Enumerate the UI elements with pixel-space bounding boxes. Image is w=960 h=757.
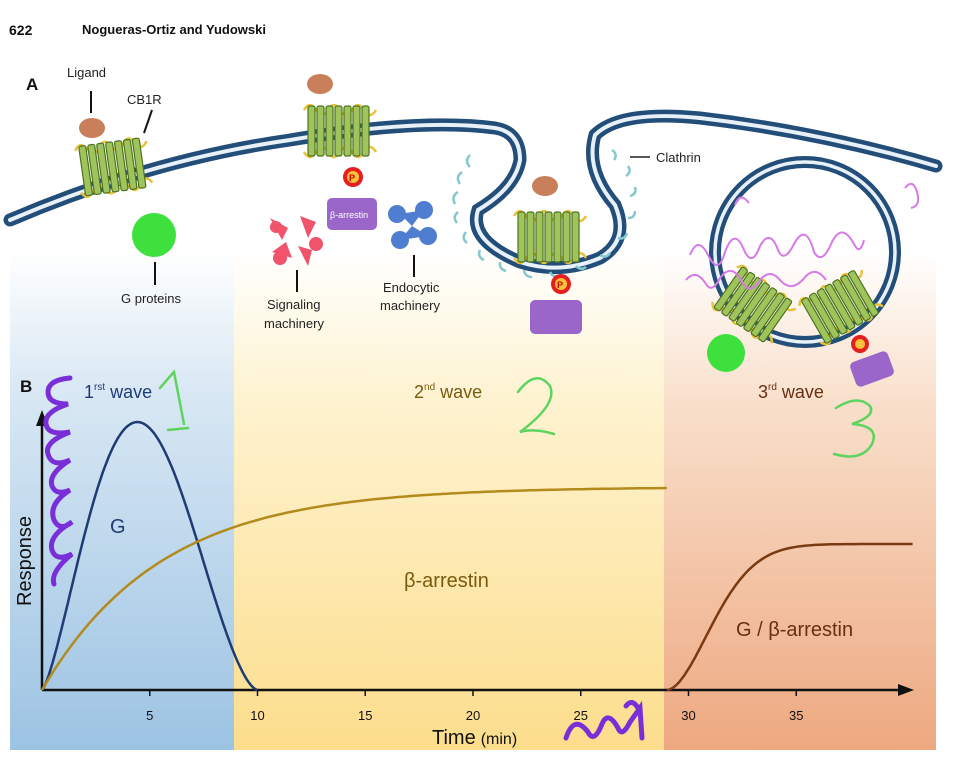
arrestin-icon-2: [530, 300, 582, 334]
cb1r-receptor-icon: [73, 134, 155, 199]
x-tick-label: 10: [250, 708, 264, 723]
late-response-curve: [666, 542, 913, 692]
arrestin-response-curve: [40, 486, 667, 691]
endosome-inner: [713, 160, 897, 344]
cb1r-pointer: [143, 109, 153, 134]
endocytic-machinery-icon: [388, 201, 437, 249]
handwritten-numbers-green: [158, 369, 875, 458]
x-tick-label: 20: [466, 708, 480, 723]
arrestin-curve-label: β-arrestin: [404, 570, 489, 592]
phospho-label-2: P: [557, 280, 563, 290]
signaling-label-line2: machinery: [264, 316, 324, 331]
phospho-label: P: [349, 173, 355, 183]
g-protein-response-curve: [40, 420, 258, 692]
x-axis-title: Time(min): [432, 727, 517, 749]
panel-b-label: B: [20, 377, 32, 396]
wave1-background: [10, 250, 234, 750]
cb1r-phosphorylated-icon: [302, 103, 378, 159]
endocytic-label-line1: Endocytic: [383, 280, 440, 295]
wave1-title: 1rst wave: [84, 382, 152, 402]
endocytic-label-line2: machinery: [380, 298, 440, 313]
wave2-title: 2nd wave: [414, 382, 482, 402]
handwritten-scribble-purple: [43, 375, 645, 741]
arrestin-box-label: β-arrestin: [330, 210, 368, 220]
g-arrestin-curve-label: G / β-arrestin: [736, 619, 853, 641]
clathrin-label: Clathrin: [656, 150, 701, 165]
x-tick-label: 5: [146, 708, 153, 723]
x-axis-arrow: [898, 684, 914, 696]
x-tick-label: 15: [358, 708, 372, 723]
signaling-label-line1: Signaling: [267, 297, 321, 312]
ligand-icon-3: [532, 176, 558, 196]
g-proteins-label: G proteins: [121, 291, 181, 306]
ligand-icon-2: [307, 74, 333, 94]
page-number: 622: [9, 22, 33, 38]
cb1r-label: CB1R: [127, 92, 162, 107]
g-curve-label: G: [110, 516, 126, 538]
x-tick-label: 30: [681, 708, 695, 723]
wave3-title: 3rd wave: [758, 382, 824, 402]
wave2-background: [234, 250, 664, 750]
wave3-background: [664, 250, 936, 750]
phospho-inner: [347, 171, 359, 183]
clathrin-coat-icon: [452, 148, 637, 279]
ligand-label: Ligand: [67, 65, 106, 80]
phospho-inner-3: [855, 339, 865, 349]
y-axis-title: Response: [14, 516, 36, 606]
arrestin-icon: [327, 198, 377, 230]
handwritten-scribble-pink: [685, 182, 920, 290]
g-protein-icon-2: [707, 334, 745, 372]
running-head-authors: Nogueras-Ortiz and Yudowski: [82, 22, 266, 37]
cb1r-internalizing-icon: [512, 209, 588, 265]
x-tick-label: 35: [789, 708, 803, 723]
x-tick-label: 25: [574, 708, 588, 723]
phospho-inner-2: [555, 278, 567, 290]
arrestin-icon-3: [850, 351, 894, 387]
signaling-machinery-icon: [270, 216, 323, 266]
g-protein-icon: [132, 213, 176, 257]
panel-a-label: A: [26, 75, 38, 94]
x-axis-ticks: 5 10 15 20 25 30 35: [146, 690, 803, 723]
ligand-icon: [79, 118, 105, 138]
